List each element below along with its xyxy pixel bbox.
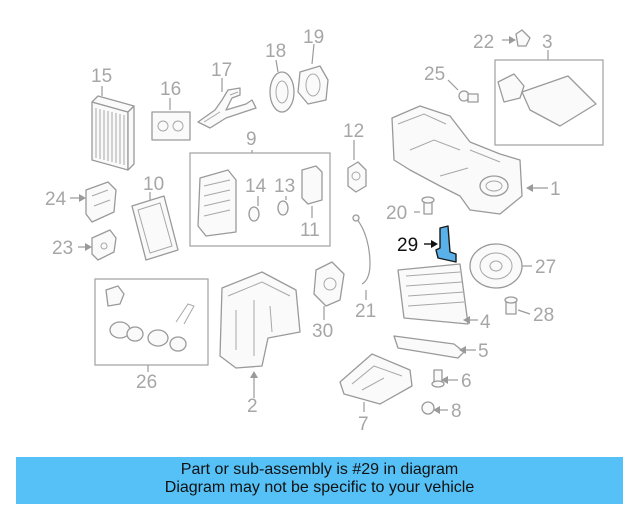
callout-29: 29	[397, 235, 418, 256]
callout-3: 3	[542, 32, 553, 53]
callout-8: 8	[451, 401, 462, 422]
callout-4: 4	[480, 312, 491, 333]
callout-15: 15	[91, 66, 112, 87]
callout-13: 13	[274, 176, 295, 197]
part-21-harness	[352, 214, 371, 285]
frame-3-group	[494, 59, 604, 146]
lead-lines	[70, 36, 549, 414]
callout-1: 1	[550, 179, 561, 200]
callout-28: 28	[533, 305, 554, 326]
callout-22: 22	[473, 32, 494, 53]
part-7-bracket	[339, 353, 413, 405]
callout-16: 16	[160, 79, 181, 100]
callout-11: 11	[300, 220, 320, 241]
callout-25: 25	[424, 64, 445, 85]
part-26-components	[105, 285, 195, 352]
part-17-pipe	[197, 87, 257, 129]
part-19-gasket	[297, 65, 329, 105]
callout-27: 27	[535, 257, 556, 278]
callout-9: 9	[246, 129, 257, 150]
parts-diagram: 1 2 3 4 5 6 7 8 9 10 11 12 13 14 15 16 1…	[45, 27, 604, 435]
part-12-sensor	[347, 161, 367, 193]
callout-20: 20	[386, 203, 407, 224]
part-25-screw	[458, 90, 479, 103]
callout-2: 2	[247, 396, 258, 417]
part-27-blower-motor	[469, 243, 523, 289]
callout-6: 6	[461, 371, 472, 392]
callout-21: 21	[355, 301, 376, 322]
part-9-core	[197, 169, 237, 237]
callout-10: 10	[143, 174, 164, 195]
part-23-bracket	[91, 229, 117, 261]
callout-12: 12	[343, 121, 364, 142]
callout-24: 24	[45, 189, 67, 210]
part-1-blower-housing	[391, 105, 523, 215]
part-4-filter	[397, 263, 469, 325]
part-13-oring	[277, 200, 289, 216]
info-banner: Part or sub-assembly is #29 in diagram D…	[16, 457, 623, 504]
banner-line-2: Diagram may not be specific to your vehi…	[164, 479, 475, 496]
callout-17: 17	[211, 60, 232, 81]
part-16-clips	[151, 111, 191, 141]
part-2-heater-case	[219, 271, 301, 369]
callout-19: 19	[303, 27, 324, 48]
callout-5: 5	[478, 341, 489, 362]
frame-9-group	[189, 152, 331, 247]
part-10-filter	[131, 195, 179, 261]
part-24-actuator	[85, 181, 117, 223]
callout-7: 7	[358, 414, 369, 435]
part-20-screw	[421, 196, 435, 215]
part-22-clip	[515, 29, 531, 47]
part-28-screw	[504, 296, 518, 315]
part-5-seal	[393, 335, 465, 359]
frame-26-group	[94, 278, 209, 366]
part-29-highlighted[interactable]	[435, 225, 457, 263]
callout-23: 23	[52, 238, 73, 259]
part-18-gasket	[269, 71, 295, 113]
part-30-actuator	[313, 261, 345, 307]
part-15-filter	[91, 95, 135, 171]
part-11-valve	[301, 165, 323, 205]
callout-14: 14	[245, 176, 267, 197]
part-6-screw	[431, 369, 445, 388]
part-8-clip	[421, 401, 435, 415]
part-3-bracket	[497, 73, 597, 127]
banner-line-1: Part or sub-assembly is #29 in diagram	[180, 461, 459, 478]
callout-18: 18	[265, 41, 286, 62]
callout-labels: 1 2 3 4 5 6 7 8 9 10 11 12 13 14 15 16 1…	[45, 27, 561, 435]
callout-30: 30	[312, 321, 333, 342]
part-14-oring	[248, 206, 260, 222]
callout-26: 26	[136, 372, 157, 393]
